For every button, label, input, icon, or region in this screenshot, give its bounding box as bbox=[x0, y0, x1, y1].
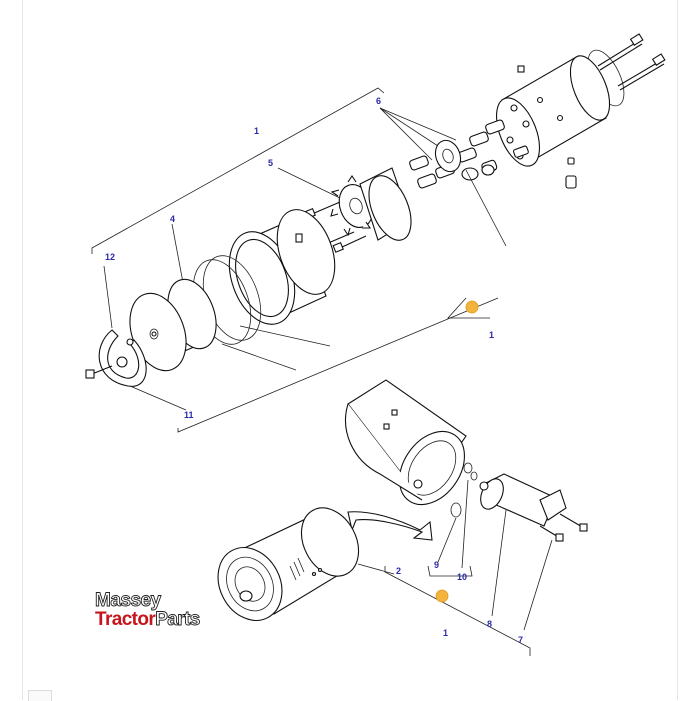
bracket-marker-arm bbox=[447, 297, 490, 319]
leader-9 bbox=[437, 517, 457, 563]
callout-2: 2 bbox=[396, 566, 401, 576]
leader-7 bbox=[523, 539, 553, 631]
watermark-brand: Tractor bbox=[95, 609, 156, 630]
frame-border-right bbox=[677, 0, 678, 700]
callout-1-upper: 1 bbox=[254, 126, 259, 136]
o-ring-9 bbox=[450, 502, 462, 518]
leader-10 bbox=[461, 479, 469, 569]
projection-line-1 bbox=[239, 325, 331, 347]
leader-8 bbox=[491, 509, 507, 617]
valve-housing bbox=[345, 379, 467, 506]
leader-6a bbox=[379, 107, 439, 147]
watermark-rest: Parts bbox=[155, 609, 200, 630]
cylinder-housing bbox=[228, 209, 336, 325]
solenoid-valve bbox=[479, 473, 567, 527]
watermark-logo: Massey TractorParts bbox=[95, 590, 201, 631]
callout-6: 6 bbox=[376, 96, 381, 106]
marker-dot-lower bbox=[435, 589, 449, 603]
leader-6c bbox=[379, 107, 433, 161]
port-plate bbox=[359, 167, 412, 241]
watermark-line-1: Massey bbox=[95, 590, 162, 611]
leader-2 bbox=[357, 563, 395, 575]
bracket-lower-small bbox=[427, 565, 473, 577]
bracket-upper-top bbox=[91, 87, 385, 254]
bracket-upper-bottom bbox=[177, 297, 499, 433]
callout-11: 11 bbox=[184, 410, 194, 420]
callout-10: 10 bbox=[457, 572, 467, 582]
watermark-line-2: TractorParts bbox=[95, 609, 200, 630]
projection-line-3 bbox=[465, 169, 507, 247]
pump-end-housing bbox=[495, 55, 611, 167]
scroll-tab[interactable] bbox=[28, 690, 52, 701]
solenoid-bolts bbox=[539, 513, 588, 542]
roller-pins bbox=[409, 119, 505, 189]
direction-arrow bbox=[347, 511, 433, 541]
frame-border-left bbox=[22, 0, 23, 700]
long-bolts bbox=[597, 33, 666, 91]
callout-9: 9 bbox=[434, 560, 439, 570]
o-ring-10b bbox=[470, 471, 478, 481]
upper-assembly: 1 6 5 4 12 11 1 bbox=[85, 33, 666, 433]
callout-5: 5 bbox=[268, 158, 273, 168]
callout-1-lower: 1 bbox=[443, 628, 448, 638]
spin-on-filter bbox=[217, 507, 360, 621]
small-gear bbox=[434, 139, 462, 173]
callout-4: 4 bbox=[170, 214, 175, 224]
leader-6b bbox=[379, 107, 457, 141]
callout-1-marker: 1 bbox=[489, 330, 494, 340]
snap-ring bbox=[85, 265, 187, 411]
marker-dot-upper bbox=[465, 300, 479, 314]
projection-line-2 bbox=[221, 343, 297, 371]
bracket-lower bbox=[384, 566, 531, 656]
callout-7: 7 bbox=[518, 635, 523, 645]
filter-element bbox=[129, 223, 217, 372]
lower-assembly: 9 10 2 8 7 1 bbox=[217, 379, 588, 656]
callout-12: 12 bbox=[105, 252, 115, 262]
o-ring-10 bbox=[463, 462, 473, 474]
callout-8: 8 bbox=[487, 619, 492, 629]
